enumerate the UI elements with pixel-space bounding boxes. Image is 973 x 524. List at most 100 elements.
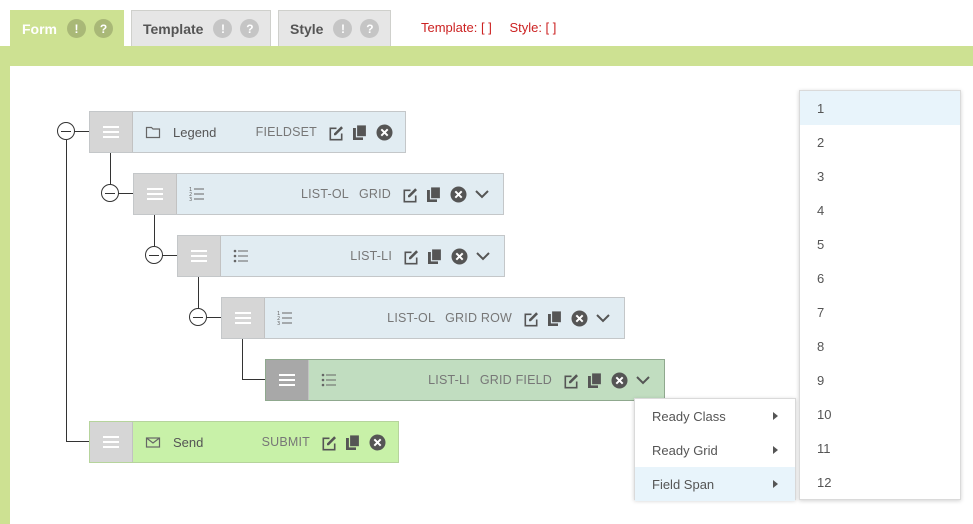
menu-item-label: Field Span bbox=[652, 476, 715, 492]
copy-icon[interactable] bbox=[425, 185, 443, 203]
tree-line bbox=[110, 153, 111, 184]
tab-template-help-icon[interactable]: ? bbox=[240, 19, 260, 38]
drag-handle[interactable] bbox=[178, 236, 221, 276]
status-template: Template: [ ] bbox=[421, 20, 492, 35]
tree-line bbox=[154, 255, 177, 256]
drag-handle[interactable] bbox=[222, 298, 265, 338]
node-type: LIST-LI bbox=[350, 249, 392, 263]
chevron-down-icon[interactable] bbox=[474, 247, 492, 265]
edit-icon[interactable] bbox=[320, 433, 338, 451]
drag-handle[interactable] bbox=[90, 112, 133, 152]
tab-template-label: Template bbox=[143, 20, 204, 37]
span-option[interactable]: 7 bbox=[817, 304, 825, 320]
node-subtype: GRID bbox=[358, 187, 391, 201]
chevron-down-icon[interactable] bbox=[473, 185, 491, 203]
tab-style[interactable]: Style ! ? bbox=[278, 10, 391, 46]
copy-icon[interactable] bbox=[344, 433, 362, 451]
delete-icon[interactable] bbox=[450, 247, 468, 265]
content-frame-left bbox=[0, 46, 10, 524]
delete-icon[interactable] bbox=[570, 309, 588, 327]
tab-style-help-icon[interactable]: ? bbox=[360, 19, 380, 38]
span-option[interactable]: 5 bbox=[817, 236, 825, 252]
drag-handle[interactable] bbox=[90, 422, 133, 462]
tree-line bbox=[154, 215, 155, 246]
span-option[interactable]: 9 bbox=[817, 372, 825, 388]
edit-icon[interactable] bbox=[562, 371, 580, 389]
envelope-icon bbox=[145, 437, 161, 448]
unordered-list-icon bbox=[321, 373, 336, 387]
collapse-toggle-list-ol-grid[interactable] bbox=[101, 184, 119, 202]
edit-icon[interactable] bbox=[327, 123, 345, 141]
delete-icon[interactable] bbox=[375, 123, 393, 141]
delete-icon[interactable] bbox=[368, 433, 386, 451]
tab-style-label: Style bbox=[290, 20, 324, 37]
span-option[interactable]: 1 bbox=[800, 91, 960, 125]
span-option[interactable]: 3 bbox=[817, 168, 825, 184]
menu-item-ready-grid[interactable]: Ready Grid bbox=[635, 433, 795, 467]
node-label: Send bbox=[173, 434, 204, 450]
tree-node-list-li[interactable]: LIST-LI bbox=[177, 235, 505, 277]
tree-line bbox=[110, 193, 133, 194]
copy-icon[interactable] bbox=[546, 309, 564, 327]
menu-item-field-span[interactable]: Field Span bbox=[635, 467, 795, 501]
status-text: Template: [ ] Style: [ ] bbox=[421, 20, 570, 35]
tab-bar: Form ! ? Template ! ? Style ! ? Template… bbox=[0, 0, 973, 46]
collapse-toggle-list-ol-grid-row[interactable] bbox=[189, 308, 207, 326]
span-option[interactable]: 6 bbox=[817, 270, 825, 286]
tab-form-help-icon[interactable]: ? bbox=[94, 19, 113, 38]
span-option[interactable]: 8 bbox=[817, 338, 825, 354]
tree-node-list-li-grid-field[interactable]: LIST-LI GRID FIELD bbox=[265, 359, 665, 401]
chevron-down-icon[interactable] bbox=[634, 371, 652, 389]
svg-text:1: 1 bbox=[277, 311, 280, 317]
span-option[interactable]: 10 bbox=[817, 406, 832, 422]
caret-right-icon bbox=[773, 412, 778, 420]
tree-node-legend[interactable]: Legend FIELDSET bbox=[89, 111, 406, 153]
chevron-down-icon[interactable] bbox=[594, 309, 612, 327]
caret-right-icon bbox=[773, 446, 778, 454]
edit-icon[interactable] bbox=[522, 309, 540, 327]
node-subtype: GRID ROW bbox=[445, 311, 512, 325]
tab-template-warning-icon[interactable]: ! bbox=[213, 19, 233, 38]
collapse-toggle-legend[interactable] bbox=[57, 122, 75, 140]
node-type: LIST-OL bbox=[387, 311, 436, 325]
hamburger-icon bbox=[103, 436, 119, 448]
span-option[interactable]: 2 bbox=[817, 134, 825, 150]
copy-icon[interactable] bbox=[586, 371, 604, 389]
span-option[interactable]: 4 bbox=[817, 202, 825, 218]
span-option[interactable]: 12 bbox=[817, 474, 832, 490]
field-span-submenu: 1 2 3 4 5 6 7 8 9 10 11 12 bbox=[799, 90, 961, 500]
tab-form-label: Form bbox=[22, 20, 57, 37]
menu-item-ready-class[interactable]: Ready Class bbox=[635, 399, 795, 433]
edit-icon[interactable] bbox=[402, 247, 420, 265]
tab-form[interactable]: Form ! ? bbox=[10, 10, 124, 46]
delete-icon[interactable] bbox=[449, 185, 467, 203]
folder-icon bbox=[145, 126, 161, 139]
tab-template[interactable]: Template ! ? bbox=[131, 10, 271, 46]
svg-text:2: 2 bbox=[277, 316, 280, 322]
caret-right-icon bbox=[773, 480, 778, 488]
tab-style-warning-icon[interactable]: ! bbox=[333, 19, 353, 38]
hamburger-icon bbox=[147, 188, 163, 200]
tab-form-warning-icon[interactable]: ! bbox=[67, 19, 86, 38]
node-label: Legend bbox=[173, 124, 217, 140]
drag-handle[interactable] bbox=[134, 174, 177, 214]
tree-line bbox=[242, 379, 265, 380]
copy-icon[interactable] bbox=[426, 247, 444, 265]
edit-icon[interactable] bbox=[401, 185, 419, 203]
copy-icon[interactable] bbox=[351, 123, 369, 141]
span-option[interactable]: 11 bbox=[817, 440, 831, 456]
hamburger-icon bbox=[279, 374, 295, 386]
node-type: LIST-OL bbox=[300, 187, 349, 201]
drag-handle[interactable] bbox=[266, 360, 309, 400]
tree-node-send[interactable]: Send SUBMIT bbox=[89, 421, 399, 463]
menu-item-label: Ready Grid bbox=[652, 442, 718, 458]
tree-line bbox=[66, 140, 67, 441]
content-frame-top bbox=[0, 46, 973, 66]
tree-line bbox=[198, 277, 199, 308]
delete-icon[interactable] bbox=[610, 371, 628, 389]
node-type: FIELDSET bbox=[255, 125, 317, 139]
collapse-toggle-list-li[interactable] bbox=[145, 246, 163, 264]
status-style: Style: [ ] bbox=[509, 20, 557, 35]
